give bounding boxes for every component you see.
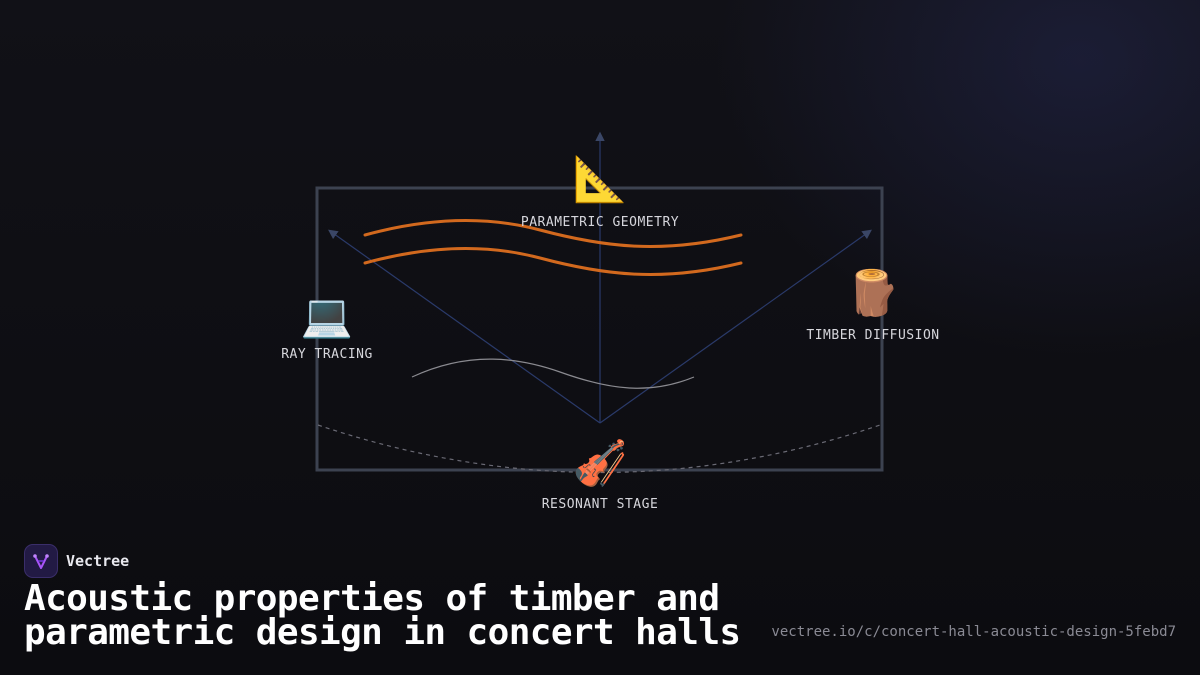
- node-label-timber-diffusion: TIMBER DIFFUSION: [806, 328, 940, 343]
- triangular-ruler-icon: 📐: [572, 154, 628, 205]
- laptop-icon: 💻: [300, 291, 354, 340]
- brand[interactable]: Vectree: [24, 544, 129, 578]
- violin-icon: 🎻: [572, 438, 628, 489]
- floor-arc: [317, 424, 881, 474]
- node-label-ray-tracing: RAY TRACING: [281, 347, 373, 362]
- page-url[interactable]: vectree.io/c/concert-hall-acoustic-desig…: [771, 624, 1176, 640]
- node-label-parametric-geometry: PARAMETRIC GEOMETRY: [520, 215, 680, 230]
- ceiling-wave-2: [363, 247, 743, 276]
- wood-log-icon: 🪵: [845, 268, 901, 319]
- ray-right: [599, 229, 872, 424]
- vectree-logo-icon: [24, 544, 58, 578]
- ceiling-wave-1: [363, 219, 743, 248]
- page-title: Acoustic properties of timber and parame…: [24, 578, 741, 653]
- ray-left: [328, 229, 601, 424]
- diffusion-curve: [411, 358, 695, 389]
- node-label-resonant-stage: RESONANT STAGE: [541, 497, 659, 512]
- brand-name: Vectree: [66, 552, 130, 570]
